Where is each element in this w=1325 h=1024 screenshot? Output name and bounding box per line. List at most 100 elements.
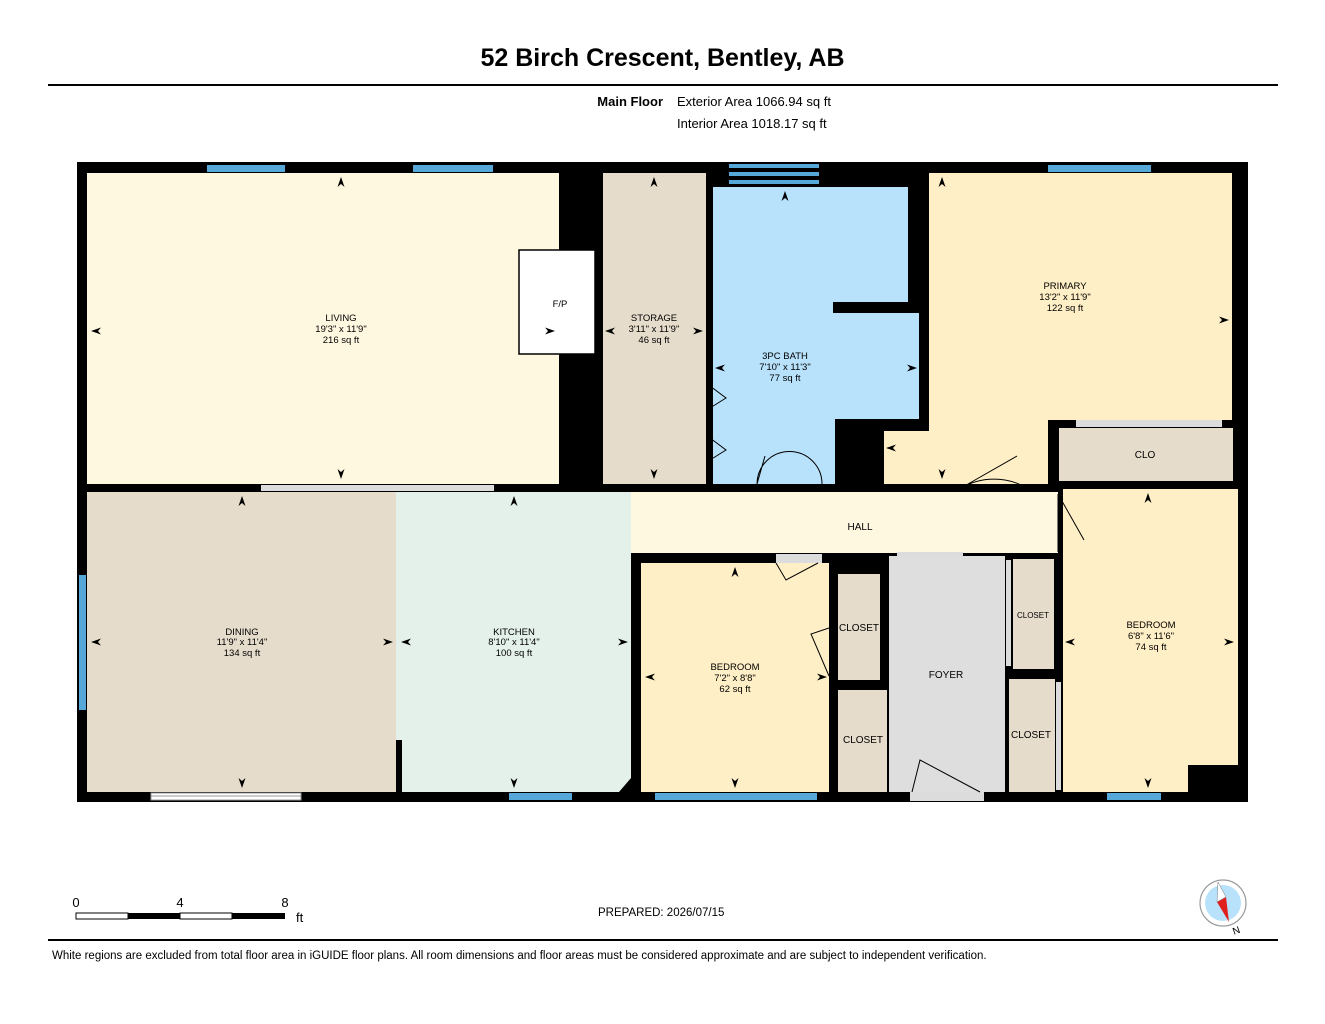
prepared-date: PREPARED: 2026/07/15: [598, 907, 725, 919]
compass-needle: [1217, 897, 1229, 922]
storage-dims: 3'11" x 11'9": [629, 324, 680, 335]
window: [729, 172, 819, 176]
bedroom1-area: 62 sq ft: [719, 684, 751, 695]
bedroom2-dims: 6'8" x 11'6": [1128, 631, 1174, 642]
scale-unit: ft: [296, 910, 304, 925]
room-labels: LIVING 19'3" x 11'9" 216 sq ft F/P STORA…: [217, 281, 1176, 746]
hall-label: HALL: [847, 522, 872, 533]
living-dims: 19'3" x 11'9": [315, 324, 366, 335]
dimension-arrow: [401, 638, 411, 646]
dimension-arrows: [91, 177, 1234, 788]
opening: [1006, 560, 1011, 666]
dimension-arrow: [510, 778, 518, 788]
dimension-arrow: [650, 177, 658, 187]
dimension-arrow: [1065, 638, 1075, 646]
floor-label: Main Floor: [597, 94, 663, 109]
room-3pc-bath: [713, 187, 919, 484]
bedroom2-name: BEDROOM: [1126, 620, 1175, 631]
windows: [79, 164, 1161, 800]
scale-tick-0: 0: [72, 895, 79, 910]
fireplace: [518, 249, 596, 355]
closet1-label: CLOSET: [839, 623, 879, 634]
dimension-arrow: [907, 364, 917, 372]
dining-area: 134 sq ft: [224, 648, 261, 659]
window: [1107, 793, 1161, 800]
opening: [1056, 682, 1061, 790]
window: [729, 164, 819, 168]
room-closet-2: [838, 690, 887, 792]
fireplace-label: F/P: [553, 299, 568, 310]
room-closet-3: [1013, 559, 1054, 669]
dimension-arrow: [91, 638, 101, 646]
interior-area: Interior Area 1018.17 sq ft: [677, 116, 827, 131]
dimension-arrow: [618, 638, 628, 646]
kitchen-name: KITCHEN: [493, 627, 535, 638]
scale-tick-4: 4: [176, 895, 183, 910]
room-hall: [631, 492, 1058, 553]
dimension-arrow: [650, 469, 658, 479]
dimension-arrow: [693, 327, 703, 335]
storage-area: 46 sq ft: [638, 335, 670, 346]
dimension-arrow: [938, 177, 946, 187]
disclaimer: White regions are excluded from total fl…: [52, 950, 987, 962]
dimension-arrow: [645, 673, 655, 681]
window: [207, 165, 285, 172]
dimension-arrow: [715, 364, 725, 372]
room-closet-1: [838, 574, 880, 680]
compass: N: [1199, 879, 1247, 938]
window: [655, 793, 817, 800]
page-title: 52 Birch Crescent, Bentley, AB: [480, 44, 845, 72]
bedroom2-area: 74 sq ft: [1135, 642, 1167, 653]
closet4-label: CLOSET: [1011, 730, 1051, 741]
primary-dims: 13'2" x 11'9": [1039, 292, 1090, 303]
room-clo: [1059, 428, 1233, 481]
dimension-arrow: [886, 444, 896, 452]
bedroom1-name: BEDROOM: [710, 662, 759, 673]
living-area: 216 sq ft: [323, 335, 360, 346]
dimension-arrow: [817, 673, 827, 681]
dimension-arrow: [545, 327, 555, 335]
dimension-arrow: [1144, 778, 1152, 788]
header-divider: [48, 84, 1278, 86]
window: [729, 180, 819, 184]
window: [413, 165, 493, 172]
dimension-arrow: [337, 469, 345, 479]
closet2-label: CLOSET: [843, 735, 883, 746]
openings: [150, 420, 1222, 801]
opening: [776, 554, 822, 563]
storage-name: STORAGE: [631, 313, 677, 324]
opening: [897, 552, 963, 557]
room-dining: [87, 492, 396, 792]
room-closet-4: [1009, 679, 1055, 792]
window: [509, 793, 572, 800]
primary-area: 122 sq ft: [1047, 303, 1084, 314]
dimension-arrow: [1144, 493, 1152, 503]
window: [1048, 165, 1151, 172]
entry-door: [910, 792, 984, 801]
kitchen-area: 100 sq ft: [496, 648, 533, 659]
room-living: [87, 173, 559, 484]
clo-label: CLO: [1135, 450, 1156, 461]
scale-tick-8: 8: [281, 895, 288, 910]
exterior-area: Exterior Area 1066.94 sq ft: [677, 94, 831, 109]
dining-name: DINING: [225, 627, 258, 638]
dimension-arrow: [91, 327, 101, 335]
scale-bar: 0 4 8 ft: [70, 893, 320, 933]
living-name: LIVING: [325, 313, 356, 324]
footer-divider: [48, 939, 1278, 941]
dimension-arrow: [1224, 638, 1234, 646]
dimension-arrow: [510, 496, 518, 506]
bath-dims: 7'10" x 11'3": [759, 362, 810, 373]
room-kitchen: [396, 492, 631, 792]
room-primary: [884, 173, 1232, 484]
primary-name: PRIMARY: [1043, 281, 1087, 292]
door-swings: [709, 385, 1085, 793]
dimension-arrow: [238, 778, 246, 788]
dimension-arrow: [337, 177, 345, 187]
dining-dims: 11'9" x 11'4": [217, 637, 268, 648]
closet3-label: CLOSET: [1017, 611, 1049, 620]
opening: [261, 485, 494, 491]
dimension-arrow: [731, 567, 739, 577]
dimension-arrow: [383, 638, 393, 646]
